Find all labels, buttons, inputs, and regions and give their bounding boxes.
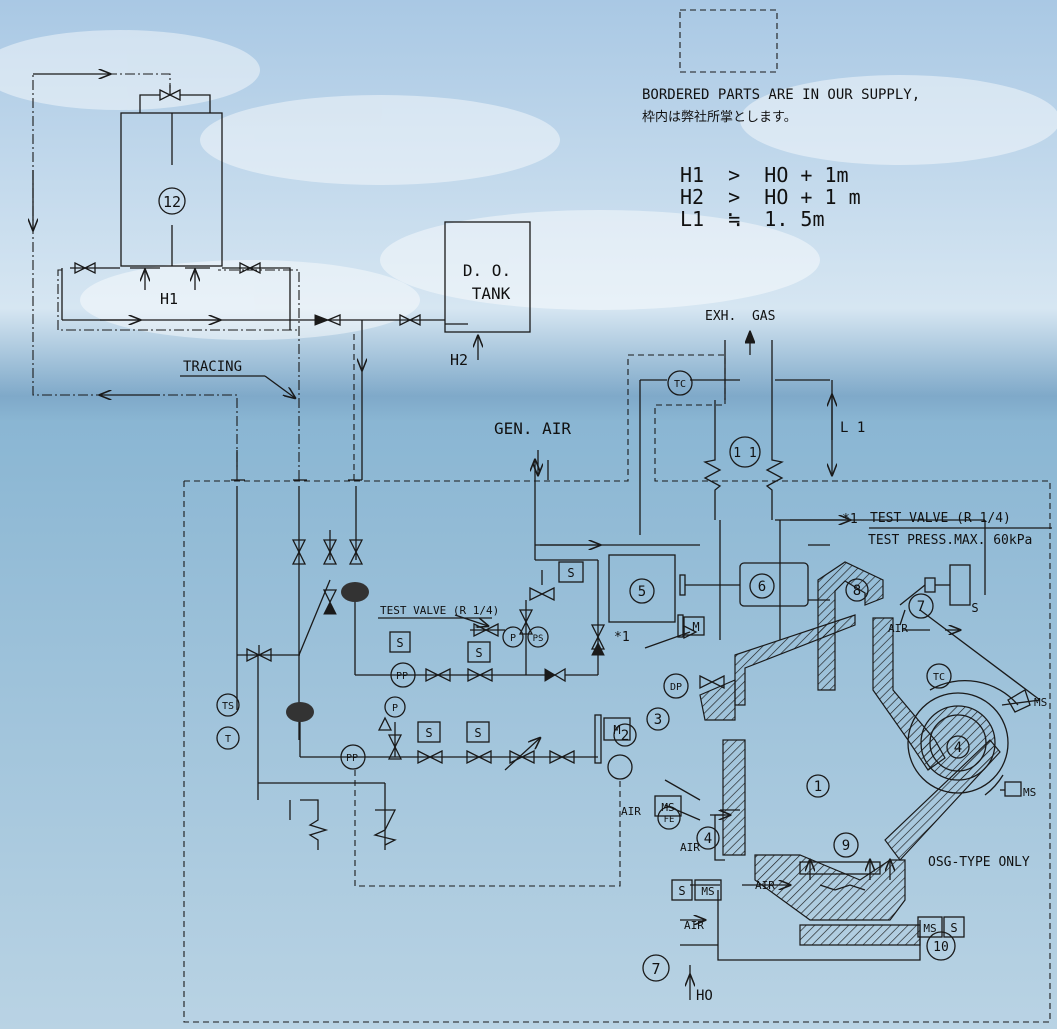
test-press-note: TEST PRESS.MAX. 60kPa bbox=[868, 533, 1032, 548]
ms-label-lower-right: MS bbox=[1023, 786, 1036, 799]
do-tank-label-2: TANK bbox=[472, 284, 511, 303]
legend-japanese: 枠内は弊社所掌とします。 bbox=[642, 109, 797, 125]
item-6: 6 bbox=[758, 579, 766, 595]
s-box-5: S bbox=[474, 726, 481, 740]
s-box-7: S bbox=[950, 921, 957, 935]
pump-line-lower bbox=[354, 722, 621, 887]
item-9: 9 bbox=[842, 838, 850, 854]
fe-label: FE bbox=[664, 815, 675, 825]
pp-label-upper: PP bbox=[396, 671, 408, 682]
item-4a: 4 bbox=[954, 740, 962, 756]
osg-label: OSG-TYPE ONLY bbox=[928, 855, 1030, 870]
filter-upper bbox=[341, 582, 369, 602]
pump-line-upper bbox=[425, 460, 700, 683]
tc-label-top: TC bbox=[674, 379, 686, 390]
item-11: 1 1 bbox=[733, 446, 756, 461]
item-2: 2 bbox=[621, 728, 629, 744]
main-equipment bbox=[538, 332, 1041, 701]
item-5: 5 bbox=[638, 584, 646, 600]
ts-label: TS bbox=[222, 701, 234, 712]
h1-label: H1 bbox=[160, 290, 178, 308]
m-box-2: M bbox=[692, 620, 699, 634]
ms-box-3: MS bbox=[923, 922, 936, 935]
air-label-top: AIR bbox=[888, 622, 908, 635]
s-box-3: S bbox=[567, 566, 574, 580]
service-tank-12 bbox=[120, 85, 223, 290]
item-3: 3 bbox=[654, 712, 662, 728]
s-box-4: S bbox=[425, 726, 432, 740]
relief-assembly bbox=[257, 655, 397, 850]
isolation-valves bbox=[246, 539, 364, 663]
item-4b: 4 bbox=[704, 831, 712, 847]
ms-label-right: MS bbox=[1034, 696, 1047, 709]
h2-label: H2 bbox=[450, 351, 468, 369]
tc-label-burner: TC bbox=[933, 672, 945, 683]
s-label-right: S bbox=[971, 601, 978, 615]
s-box-2: S bbox=[475, 646, 482, 660]
exh-gas-label: EXH. GAS bbox=[705, 309, 775, 324]
item-12: 12 bbox=[163, 193, 181, 211]
burner-ring bbox=[907, 680, 1031, 797]
item-10: 10 bbox=[933, 940, 949, 955]
p-label-upper: P bbox=[510, 633, 516, 644]
ms-box-2: MS bbox=[701, 885, 714, 898]
air-label-bottom: AIR bbox=[684, 919, 704, 932]
gen-air-label: GEN. AIR bbox=[494, 419, 571, 438]
dp-label: DP bbox=[670, 682, 682, 693]
ho-label: HO bbox=[696, 988, 713, 1004]
item-1: 1 bbox=[814, 779, 822, 795]
legend-english: BORDERED PARTS ARE IN OUR SUPPLY, bbox=[642, 87, 920, 103]
air-label-low: AIR bbox=[755, 879, 775, 892]
t-label: T bbox=[225, 734, 231, 745]
item-7b: 7 bbox=[651, 960, 660, 978]
p-label-lower: P bbox=[392, 703, 398, 714]
ms-box-1: MS bbox=[661, 801, 674, 814]
pp-label-lower: PP bbox=[346, 753, 358, 764]
tracing-label: TRACING bbox=[183, 359, 242, 375]
do-tank bbox=[444, 221, 531, 360]
ps-label: PS bbox=[533, 634, 544, 644]
test-valve-note: TEST VALVE (R 1/4) bbox=[870, 511, 1011, 526]
condition-h1: H1 > HO + 1m bbox=[680, 163, 849, 187]
instrument-bubbles bbox=[216, 370, 952, 830]
filter-lower bbox=[286, 702, 314, 722]
fuel-lines-upper bbox=[61, 261, 445, 480]
condition-l1: L1 ≒ 1. 5m bbox=[680, 207, 825, 231]
m-box-1: M bbox=[613, 723, 620, 737]
do-tank-label-1: D. O. bbox=[463, 261, 511, 280]
tracing-line bbox=[33, 74, 355, 480]
drop-lines bbox=[231, 450, 362, 740]
l1-label: L 1 bbox=[840, 420, 865, 436]
item-7a: 7 bbox=[917, 599, 925, 615]
item-8: 8 bbox=[853, 583, 861, 599]
air-label-left: AIR bbox=[680, 841, 700, 854]
s-box-6: S bbox=[678, 884, 685, 898]
star1-valve-mark: *1 bbox=[614, 630, 630, 645]
condition-h2: H2 > HO + 1 m bbox=[680, 185, 861, 209]
s-box-1: S bbox=[396, 636, 403, 650]
equipment-boxes bbox=[389, 561, 965, 938]
test-valve-small-label: TEST VALVE (R 1/4) bbox=[380, 604, 499, 617]
legend-dashed-box bbox=[679, 9, 778, 73]
air-label-mid: AIR bbox=[621, 805, 641, 818]
star1-note-mark: *1 bbox=[842, 512, 858, 527]
equipment-numbers: 12 1 2 3 4 4 5 6 7 7 8 9 10 1 1 bbox=[158, 187, 970, 982]
